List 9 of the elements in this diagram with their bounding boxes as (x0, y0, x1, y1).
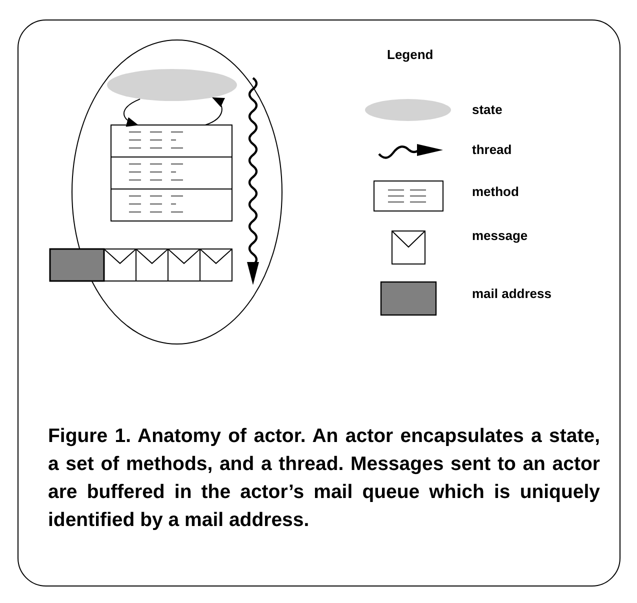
arrow (204, 97, 225, 126)
legend-label: state (472, 102, 502, 117)
arrow (123, 98, 141, 126)
legend-title: Legend (387, 47, 434, 62)
legend-label: thread (472, 142, 512, 157)
legend-label: message (472, 228, 528, 243)
figure-caption: Figure 1. Anatomy of actor. An actor encapsulates a state, a set of methods, and a thread. Messages sent to an actor are buffered in the actor’s mail queue which is uniquely identified by a mail address. (48, 424, 600, 533)
legend-label: method (472, 184, 519, 199)
legend-label: mail address (472, 286, 552, 301)
